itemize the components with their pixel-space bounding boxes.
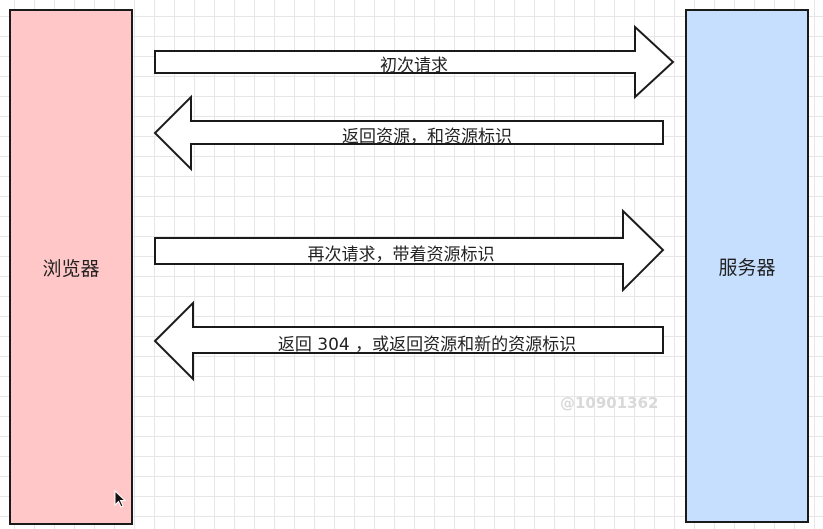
arrow-left-shape — [153, 300, 664, 382]
browser-label: 浏览器 — [42, 257, 100, 280]
arrow-label-return-resource: 返回资源，和资源标识 — [342, 127, 512, 147]
mouse-pointer-icon — [114, 489, 127, 512]
server-box: 服务器 — [685, 9, 809, 523]
arrow-second-request: 再次请求，带着资源标识 — [154, 208, 665, 293]
arrow-label-initial-request: 初次请求 — [380, 56, 448, 76]
watermark: @10901362 — [560, 394, 659, 412]
arrow-initial-request: 初次请求 — [154, 24, 675, 100]
arrow-label-second-request: 再次请求，带着资源标识 — [307, 245, 495, 265]
arrow-right-shape — [154, 208, 665, 293]
browser-box: 浏览器 — [9, 9, 133, 525]
arrow-left-shape — [153, 94, 664, 172]
arrow-label-return-304: 返回 304 ，或返回资源和新的资源标识 — [277, 335, 577, 355]
server-label: 服务器 — [718, 256, 776, 279]
arrow-return-resource: 返回资源，和资源标识 — [153, 94, 664, 172]
arrow-right-shape — [154, 24, 675, 100]
arrow-return-304: 返回 304 ，或返回资源和新的资源标识 — [153, 300, 664, 382]
